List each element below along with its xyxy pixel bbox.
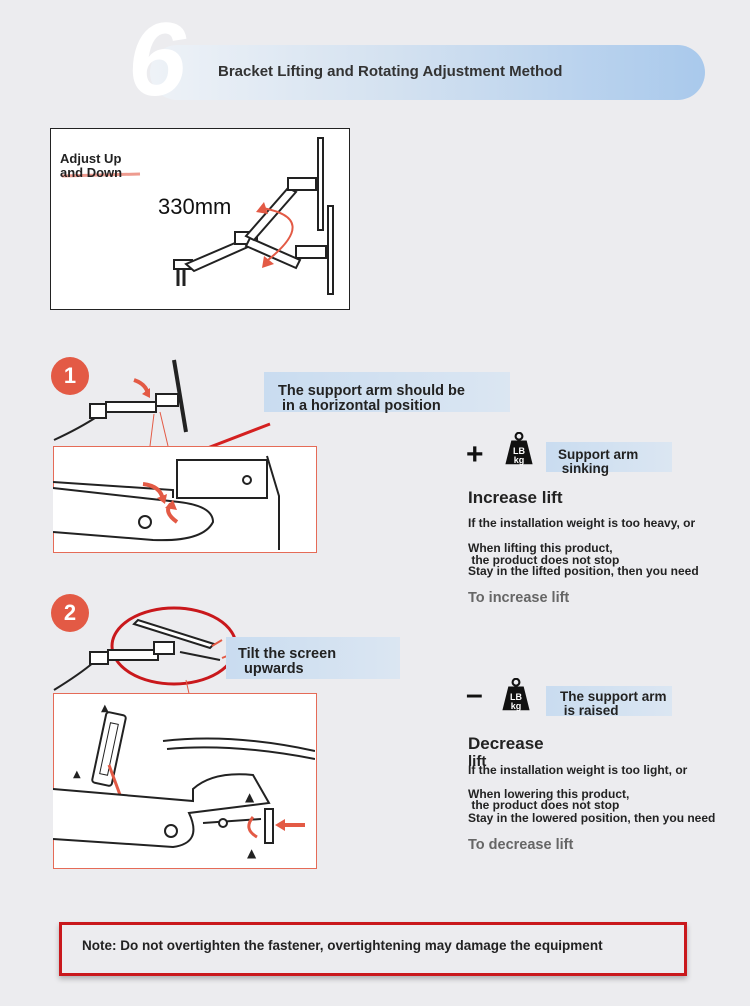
decrease-lift-heading: Decrease lift (468, 735, 544, 771)
section-number: 6 (128, 2, 186, 118)
svg-text:▲: ▲ (245, 790, 255, 804)
increase-line-2: When lifting this product, (468, 541, 613, 555)
plus-icon: + (466, 438, 484, 471)
step-1-badge: 1 (51, 357, 89, 395)
decrease-line-2: When lowering this product, (468, 787, 630, 801)
step-1-callout-line2: in a horizontal position (278, 398, 441, 414)
increase-line-3: the product does not stop (468, 553, 620, 567)
decrease-heading-line1: Decrease (468, 734, 544, 753)
svg-text:▲: ▲ (247, 846, 257, 860)
page-title: Bracket Lifting and Rotating Adjustment … (218, 63, 563, 80)
raised-badge: The support arm is raised (546, 686, 672, 718)
step-1-callout-line1: The support arm should be (278, 383, 465, 399)
weight-icon (502, 678, 530, 711)
svg-text:▲: ▲ (73, 769, 81, 780)
decrease-lift-action: To decrease lift (468, 837, 574, 853)
weight-label-bottom: kg (513, 455, 525, 465)
decrease-heading-line2: lift (468, 753, 487, 770)
weight-icon-label: LB kg (509, 447, 529, 465)
svg-text:▲: ▲ (101, 703, 109, 714)
adjust-label: Adjust Up and Down (60, 152, 122, 180)
step-1-arm-illustration (53, 359, 188, 447)
step-2-arm-illustration (53, 606, 238, 699)
arm-range-illustration (61, 137, 334, 295)
increase-line-1: If the installation weight is too heavy,… (468, 516, 696, 530)
range-value: 330mm (158, 194, 232, 219)
step-2-callout-line2: upwards (244, 661, 304, 677)
raised-badge-line2: is raised (560, 703, 619, 718)
decrease-line-3: the product does not stop (468, 798, 620, 812)
increase-lift-heading: Increase lift (468, 488, 563, 507)
warning-note-text: Note: Do not overtighten the fastener, o… (82, 938, 603, 953)
increase-line-4: Stay in the lifted position, then you ne… (468, 564, 699, 578)
decrease-line-4: Stay in the lowered position, then you n… (468, 811, 716, 825)
adjust-label-line1: Adjust Up (60, 151, 122, 166)
step-1-detail-illustration (53, 455, 280, 550)
raised-badge-line1: The support arm (560, 689, 667, 704)
step-1-callout: The support arm should be in a horizonta… (264, 372, 510, 414)
increase-lift-action: To increase lift (468, 590, 570, 606)
weight-icon-label: LB kg (506, 693, 526, 711)
header-bar (150, 45, 705, 100)
step-2-callout: Tilt the screen upwards (226, 637, 400, 679)
range-diagram-box (50, 128, 350, 310)
warning-note-box (59, 922, 687, 976)
weight-icon (505, 432, 533, 465)
step-2-badge: 2 (51, 594, 89, 632)
sinking-badge-line1: Support arm (558, 447, 639, 462)
sinking-badge: Support arm sinking (546, 442, 672, 476)
weight-label-bottom: kg (510, 701, 522, 711)
weight-label-top: LB (513, 446, 525, 456)
decrease-line-1: If the installation weight is too light,… (468, 763, 688, 777)
weight-label-top: LB (510, 692, 522, 702)
minus-icon: – (466, 678, 483, 711)
step-2-callout-line1: Tilt the screen (238, 646, 337, 662)
adjust-label-line2: and Down (60, 165, 123, 180)
sinking-badge-line2: sinking (558, 461, 610, 476)
step-2-detail-illustration: ▲ ▲ ▲ ▲ (53, 703, 315, 860)
